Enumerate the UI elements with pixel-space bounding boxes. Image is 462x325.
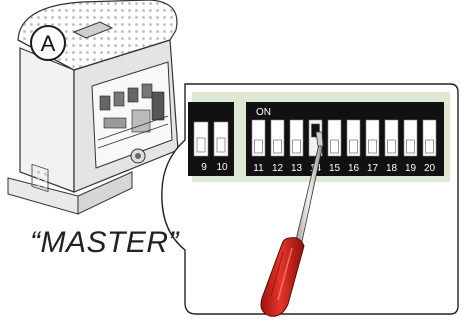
switch-number-9: 9 — [201, 162, 207, 173]
dip-switch-14-lever — [311, 123, 320, 138]
dip-switch-20-lever — [425, 139, 434, 154]
switch-number-13: 13 — [291, 163, 303, 174]
switch-number-15: 15 — [329, 163, 341, 174]
on-label: ON — [256, 107, 271, 118]
screwdriver-icon — [260, 131, 324, 317]
dip-switch-11-lever — [254, 139, 263, 154]
switch-number-11: 11 — [253, 163, 264, 174]
zoom-callout: 9 10 ON 11121314151617181920 — [161, 83, 459, 317]
gate-motor-unit — [7, 0, 179, 215]
master-caption: “MASTER” — [30, 226, 179, 259]
switch-number-19: 19 — [405, 163, 417, 174]
switch-number-10: 10 — [216, 162, 228, 173]
dip-bank-main: ON 11121314151617181920 — [246, 102, 444, 176]
dip-switch-16-lever — [349, 139, 358, 154]
switch-number-16: 16 — [348, 163, 360, 174]
dip-switch-17-lever — [368, 139, 377, 154]
dip-switch-12-lever — [273, 139, 282, 154]
dip-switch-18-lever — [387, 139, 396, 154]
dip-switch-13-lever — [292, 139, 301, 154]
switch-number-12: 12 — [272, 163, 284, 174]
switch-number-20: 20 — [424, 163, 436, 174]
control-board — [91, 61, 173, 169]
switch-number-17: 17 — [367, 163, 379, 174]
dip-switch-19-lever — [406, 139, 415, 154]
callout-a: A — [30, 25, 66, 61]
dip-switch-15-lever — [330, 139, 339, 154]
switch-number-18: 18 — [386, 163, 398, 174]
dip-bank-left: 9 10 — [188, 102, 234, 176]
callout-a-label: A — [41, 31, 56, 56]
